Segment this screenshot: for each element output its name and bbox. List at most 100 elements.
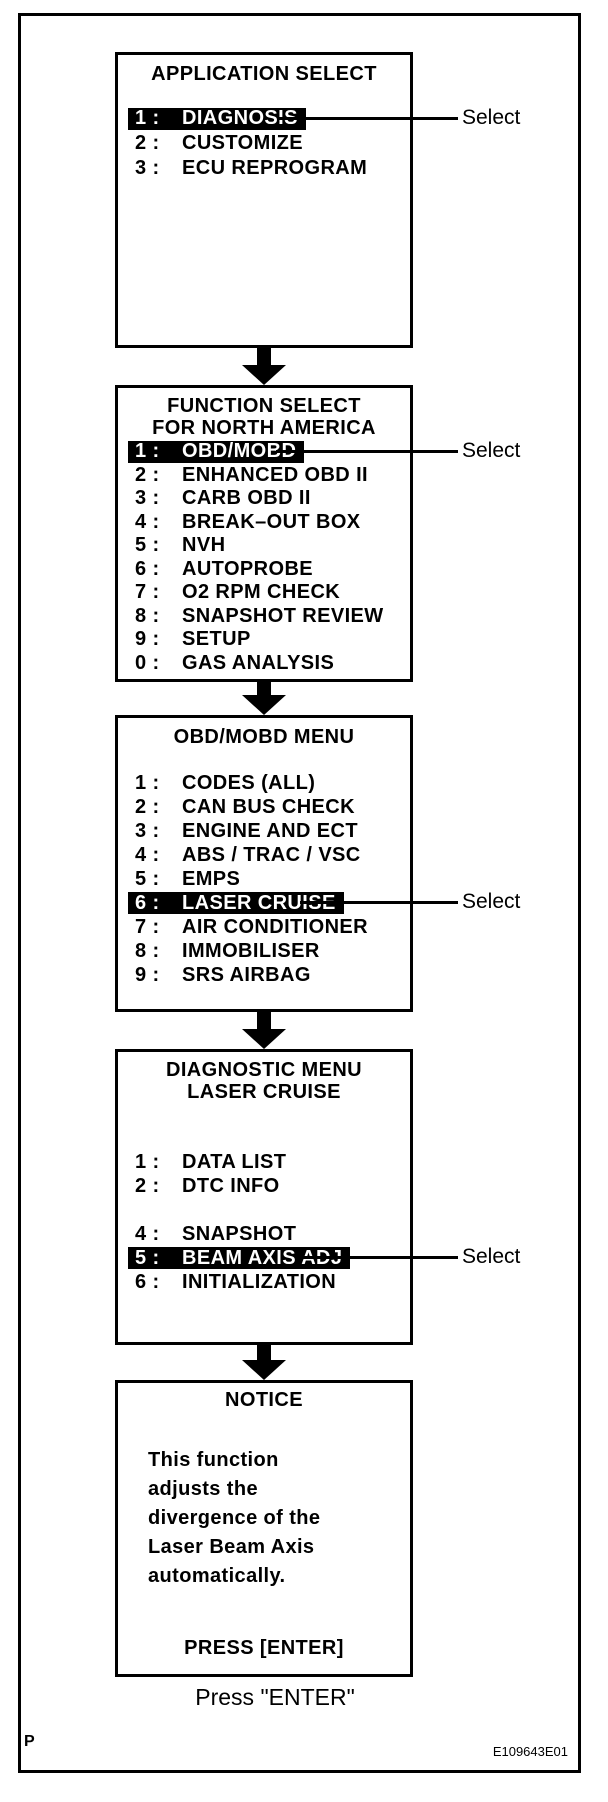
callout-select-label: Select (462, 439, 521, 462)
menu-item-setup: 9 : SETUP (118, 628, 410, 652)
menu-item-number: 2 : (135, 795, 160, 818)
menu-item-data-list: 1 : DATA LIST (118, 1150, 410, 1174)
menu-item-label: LASER CRUISE (182, 891, 336, 914)
menu-item-dtc-info: 2 : DTC INFO (118, 1174, 410, 1198)
notice-text-line: automatically. (148, 1565, 286, 1587)
menu-item-label: DTC INFO (182, 1174, 280, 1197)
callout-select-label: Select (462, 890, 521, 913)
screen-title-line: OBD/MOBD MENU (173, 726, 355, 748)
menu-item-number: 2 : (135, 132, 160, 154)
menu-item-nvh: 5 : NVH (118, 534, 410, 558)
screen-obd-mobd-menu: OBD/MOBD MENU 1 : CODES (ALL) 2 : CAN BU… (115, 715, 413, 1012)
menu-item-label: CARB OBD II (182, 487, 311, 510)
menu-item-immobiliser: 8 : IMMOBILISER (118, 939, 410, 963)
menu-item-label: ENGINE AND ECT (182, 819, 358, 842)
notice-text-line: Laser Beam Axis (148, 1536, 315, 1558)
menu-item-label: SETUP (182, 628, 251, 651)
menu-item-air-conditioner: 7 : AIR CONDITIONER (118, 915, 410, 939)
menu-item-initialization: 6 : INITIALIZATION (118, 1270, 410, 1294)
menu-item-engine-and-ect: 3 : ENGINE AND ECT (118, 819, 410, 843)
menu-item-number: 4 : (135, 510, 160, 533)
menu-item-number: 1 : (135, 1150, 160, 1173)
callout-line (300, 1256, 458, 1259)
menu-item-number: 3 : (135, 819, 160, 842)
menu-item-label: DATA LIST (182, 1150, 287, 1173)
menu-item-number: 9 : (135, 963, 160, 986)
menu-row-blank (118, 1198, 410, 1222)
notice-text: This function adjusts the divergence of … (148, 1446, 320, 1591)
callout-line (276, 450, 458, 453)
menu-item-label: DIAGNOSIS (182, 107, 298, 129)
flow-arrow-down-icon (242, 1012, 286, 1049)
screen-title: FUNCTION SELECT FOR NORTH AMERICA (118, 395, 410, 439)
menu-item-can-bus-check: 2 : CAN BUS CHECK (118, 795, 410, 819)
menu-item-label: ENHANCED OBD II (182, 463, 369, 486)
menu-item-number: 2 : (135, 463, 160, 486)
menu-item-label: BREAK–OUT BOX (182, 510, 361, 533)
menu-item-number: 6 : (135, 891, 160, 914)
menu-item-abs-trac-vsc: 4 : ABS / TRAC / VSC (118, 843, 410, 867)
page-marker: P (24, 1733, 35, 1750)
menu-item-number: 1 : (135, 440, 160, 463)
menu-item-number: 3 : (135, 487, 160, 510)
menu-item-beam-axis-adj: 5 : BEAM AXIS ADJ (118, 1246, 410, 1270)
menu-item-codes-all: 1 : CODES (ALL) (118, 771, 410, 795)
screen-title-line: LASER CRUISE (187, 1081, 341, 1103)
menu-item-number: 5 : (135, 534, 160, 557)
menu-item-selected-highlight: 6 : LASER CRUISE (128, 892, 344, 914)
menu-item-label: CAN BUS CHECK (182, 795, 355, 818)
menu-item-number: 6 : (135, 557, 160, 580)
menu-item-o2-rpm-check: 7 : O2 RPM CHECK (118, 581, 410, 605)
figure-code: E109643E01 (492, 1744, 568, 1759)
menu-item-laser-cruise: 6 : LASER CRUISE (118, 891, 410, 915)
menu-item-emps: 5 : EMPS (118, 867, 410, 891)
menu-item-selected-highlight: 1 : DIAGNOSIS (128, 107, 306, 130)
screen-title-line: DIAGNOSTIC MENU (166, 1059, 362, 1081)
menu-item-snapshot-review: 8 : SNAPSHOT REVIEW (118, 605, 410, 629)
menu-item-breakout-box: 4 : BREAK–OUT BOX (118, 511, 410, 535)
menu-item-label: CODES (ALL) (182, 771, 316, 794)
menu-item-number: 7 : (135, 581, 160, 604)
menu-item-customize: 2 : CUSTOMIZE (118, 131, 410, 156)
menu-item-selected-highlight: 5 : BEAM AXIS ADJ (128, 1246, 351, 1269)
screen-title: DIAGNOSTIC MENU LASER CRUISE (118, 1059, 410, 1103)
screen-title: OBD/MOBD MENU (118, 727, 410, 748)
callout-line (300, 901, 458, 904)
screen-diagnostic-menu-laser-cruise: DIAGNOSTIC MENU LASER CRUISE 1 : DATA LI… (115, 1049, 413, 1345)
screen-title-line: NOTICE (225, 1389, 303, 1411)
menu-item-number: 5 : (135, 867, 160, 890)
menu-item-label: SNAPSHOT (182, 1222, 297, 1245)
callout-select-label: Select (462, 106, 521, 129)
notice-text-line: This function (148, 1449, 279, 1471)
menu-item-selected-highlight: 1 : OBD/MOBD (128, 440, 305, 463)
menu-item-number: 6 : (135, 1270, 160, 1293)
screen-title-line: APPLICATION SELECT (151, 63, 377, 85)
menu-item-label: GAS ANALYSIS (182, 651, 335, 674)
press-enter-instruction: PRESS [ENTER] (184, 1637, 344, 1659)
menu-item-label: OBD/MOBD (182, 440, 297, 463)
menu-item-snapshot: 4 : SNAPSHOT (118, 1222, 410, 1246)
menu-item-number: 5 : (135, 1246, 160, 1269)
screen-title-line: FUNCTION SELECT (167, 395, 361, 417)
notice-text-line: adjusts the (148, 1478, 258, 1500)
menu-item-number: 9 : (135, 628, 160, 651)
menu-item-number: 2 : (135, 1174, 160, 1197)
menu-item-carb-obd2: 3 : CARB OBD II (118, 487, 410, 511)
screen-title: NOTICE (118, 1390, 410, 1411)
menu-item-srs-airbag: 9 : SRS AIRBAG (118, 963, 410, 987)
menu-item-number: 1 : (135, 771, 160, 794)
menu-item-label: AUTOPROBE (182, 557, 314, 580)
screen-title: APPLICATION SELECT (118, 64, 410, 85)
menu-item-enhanced-obd2: 2 : ENHANCED OBD II (118, 464, 410, 488)
menu-item-label: EMPS (182, 867, 241, 890)
menu-item-label: IMMOBILISER (182, 939, 320, 962)
menu-item-number: 8 : (135, 604, 160, 627)
menu-item-label: SNAPSHOT REVIEW (182, 604, 384, 627)
menu-item-number: 1 : (135, 107, 160, 129)
menu-item-diagnosis: 1 : DIAGNOSIS (118, 106, 410, 131)
menu-item-label: INITIALIZATION (182, 1270, 337, 1293)
menu-item-number: 0 : (135, 651, 160, 674)
menu-item-label: ECU REPROGRAM (182, 157, 368, 179)
menu-item-gas-analysis: 0 : GAS ANALYSIS (118, 652, 410, 676)
